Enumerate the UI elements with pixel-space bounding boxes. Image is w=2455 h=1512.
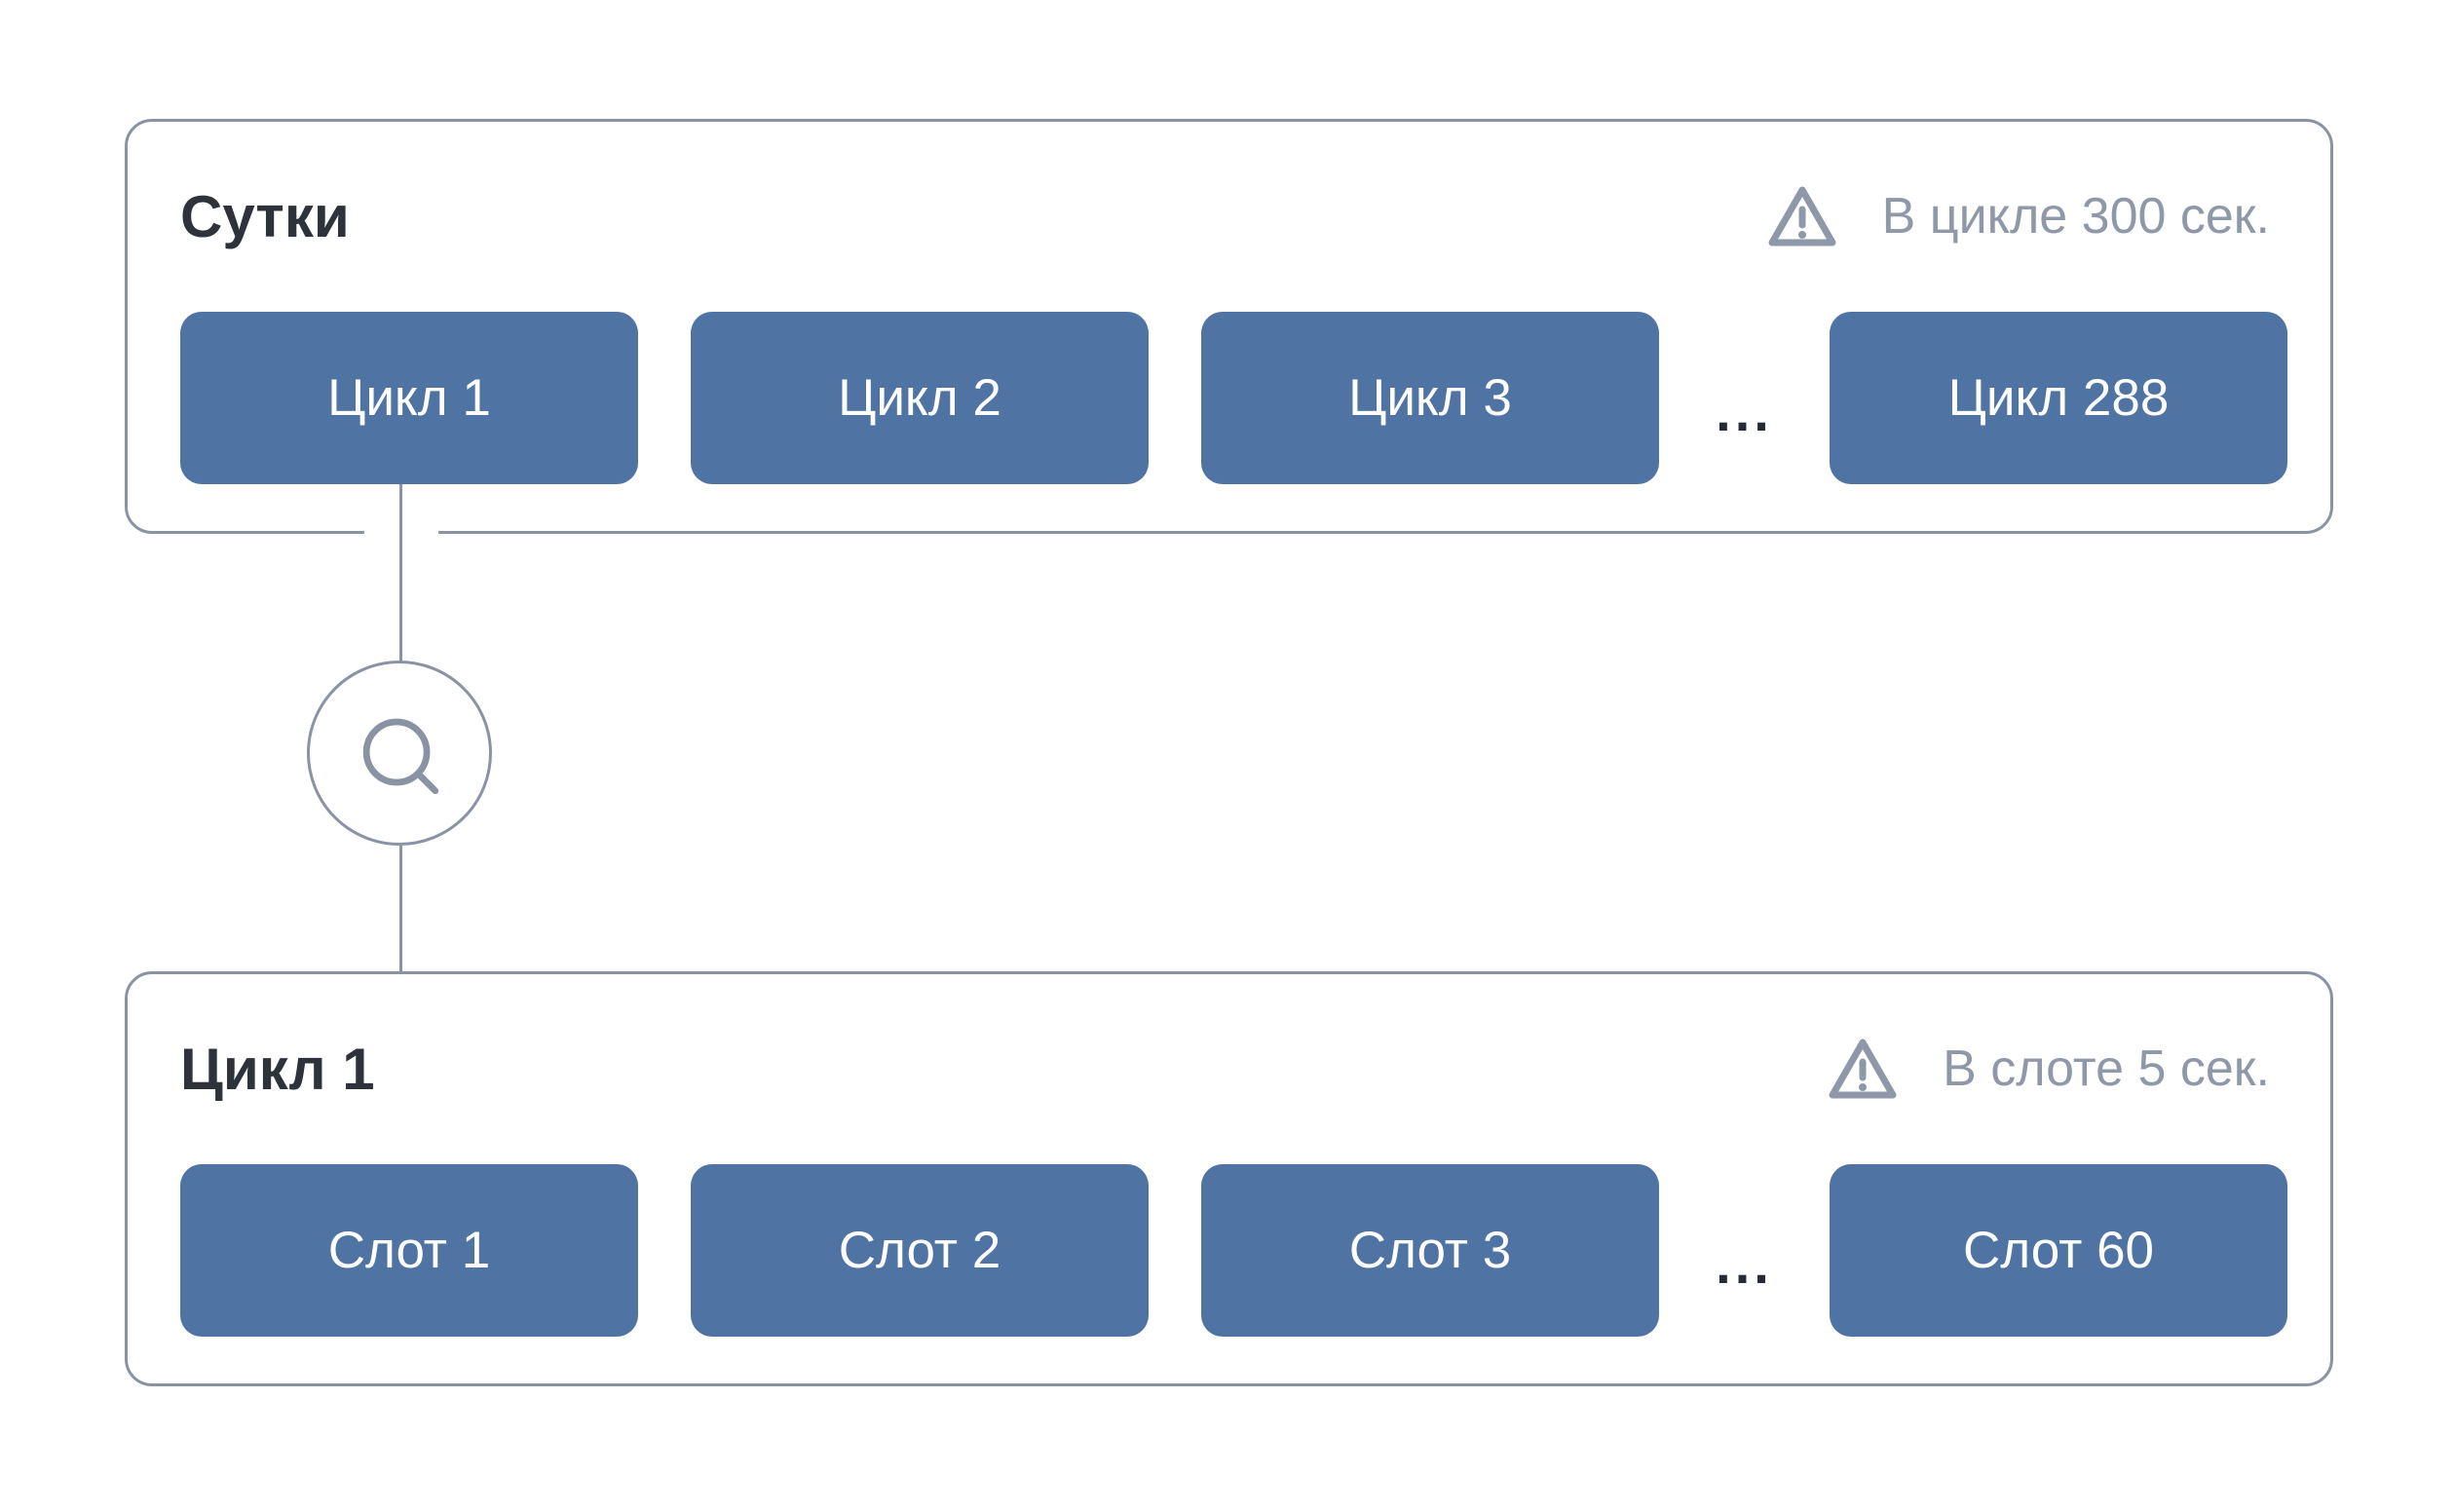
day-panel-header: Сутки В цикле 300 сек. [180, 180, 2270, 252]
slot-button[interactable]: Слот 3 [1201, 1164, 1659, 1337]
magnifier-icon [362, 718, 439, 795]
day-panel: Сутки В цикле 300 сек. Цикл 1 Цикл 2 Цик… [125, 119, 2333, 534]
warning-icon [1768, 186, 1836, 246]
panel-title: Цикл 1 [180, 1036, 375, 1102]
slot-button[interactable]: Слот 2 [691, 1164, 1149, 1337]
ellipsis: ... [1716, 1232, 1773, 1295]
cycle-panel-header: Цикл 1 В слоте 5 сек. [180, 1033, 2270, 1105]
warning-text: В слоте 5 сек. [1943, 1040, 2270, 1097]
cycle-button[interactable]: Цикл 1 [180, 312, 638, 484]
connector-line [399, 484, 402, 662]
warning-text: В цикле 300 сек. [1881, 188, 2270, 245]
connector-line [399, 846, 402, 971]
ellipsis: ... [1716, 380, 1773, 442]
slot-button[interactable]: Слот 60 [1830, 1164, 2287, 1337]
zoom-indicator [307, 661, 492, 846]
slots-row: Слот 1 Слот 2 Слот 3 ... Слот 60 [180, 1164, 2287, 1337]
cycle-button[interactable]: Цикл 288 [1830, 312, 2287, 484]
warning-icon [1829, 1039, 1897, 1099]
cycle-panel: Цикл 1 В слоте 5 сек. Слот 1 Слот 2 Слот… [125, 971, 2333, 1386]
cycles-row: Цикл 1 Цикл 2 Цикл 3 ... Цикл 288 [180, 312, 2287, 484]
cycle-duration-note: В цикле 300 сек. [1765, 183, 2270, 249]
cycle-button[interactable]: Цикл 3 [1201, 312, 1659, 484]
panel-title: Сутки [180, 183, 350, 249]
cycle-button[interactable]: Цикл 2 [691, 312, 1149, 484]
slot-duration-note: В слоте 5 сек. [1826, 1036, 2270, 1102]
slot-button[interactable]: Слот 1 [180, 1164, 638, 1337]
